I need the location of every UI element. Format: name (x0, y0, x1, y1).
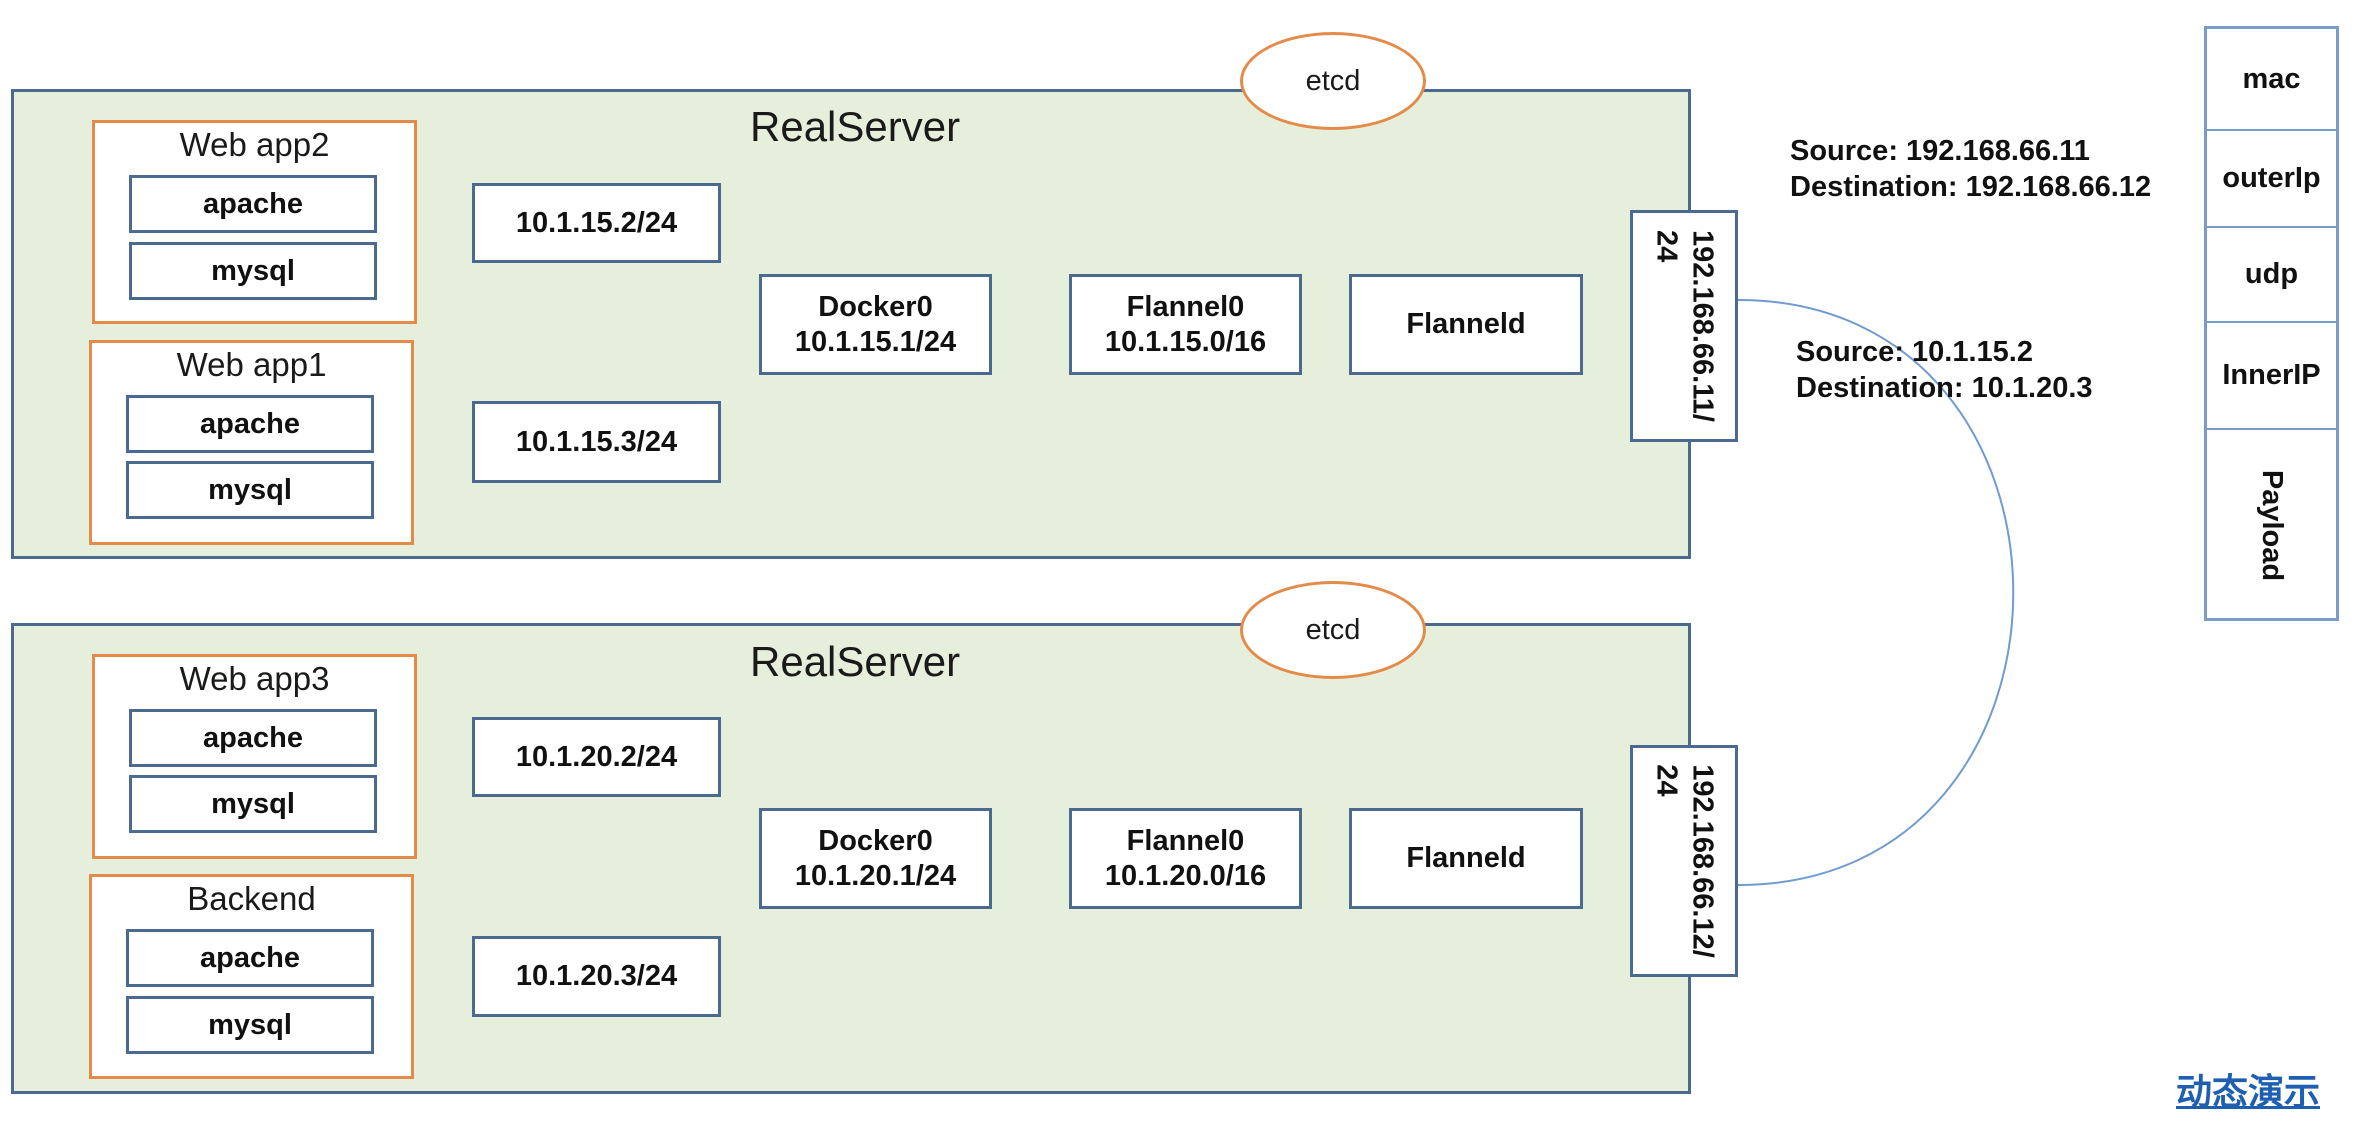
host-nic-2-ip: 192.168.66.12/ (1686, 764, 1719, 958)
backend-container: Backend apache mysql (89, 874, 414, 1079)
packet-inner-ip-label: InnerIP (2222, 359, 2321, 391)
host-tunnel-arc (1737, 299, 2015, 886)
docker0-bridge-1: Docker0 10.1.15.1/24 (759, 274, 992, 375)
container-ip-1-label: 10.1.15.2/24 (515, 206, 678, 239)
container-ip-3-label: 10.1.20.2/24 (515, 740, 678, 773)
web-app3-mysql: mysql (129, 775, 377, 833)
host-nic-2-mask: 24 (1650, 764, 1682, 797)
docker0-ip-2: 10.1.20.1/24 (794, 859, 957, 892)
web-app1-mysql: mysql (126, 461, 374, 519)
web-app1-container: Web app1 apache mysql (89, 340, 414, 545)
packet-outer-ip: outerIp (2207, 131, 2336, 228)
packet-udp: udp (2207, 228, 2336, 323)
packet-payload: Payload (2207, 430, 2336, 620)
web-app3-title: Web app3 (179, 660, 330, 697)
packet-payload-label: Payload (2256, 469, 2288, 581)
packet-mac: mac (2207, 29, 2336, 131)
flannel0-ip: 10.1.15.0/16 (1104, 325, 1267, 358)
flanneld-label-2: Flanneld (1406, 842, 1526, 875)
flanneld-label: Flanneld (1406, 308, 1526, 341)
container-ip-2: 10.1.15.3/24 (472, 401, 721, 483)
inner-destination: Destination: 10.1.20.3 (1796, 372, 2093, 405)
etcd-1: etcd (1240, 32, 1426, 130)
web-app2-container: Web app2 apache mysql (92, 120, 417, 324)
packet-inner-ip: InnerIP (2207, 323, 2336, 430)
host-nic-2: 192.168.66.12/ 24 (1630, 745, 1738, 977)
packet-mac-label: mac (2242, 62, 2301, 95)
etcd-2: etcd (1240, 581, 1426, 679)
web-app3-apache: apache (129, 709, 377, 767)
real-server-2-title: RealServer (750, 638, 961, 685)
flanneld-daemon-1: Flanneld (1349, 274, 1583, 375)
docker0-name: Docker0 (818, 290, 933, 323)
flannel0-interface-1: Flannel0 10.1.15.0/16 (1069, 274, 1302, 375)
host-nic-1: 192.168.66.11/ 24 (1630, 210, 1738, 442)
container-ip-4: 10.1.20.3/24 (472, 936, 721, 1017)
packet-outer-ip-label: outerIp (2222, 162, 2321, 194)
flannel0-name: Flannel0 (1126, 290, 1245, 323)
outer-address-annotation: Source: 192.168.66.11 Destination: 192.1… (1790, 133, 2151, 206)
host-nic-1-mask: 24 (1650, 230, 1682, 263)
flannel0-interface-2: Flannel0 10.1.20.0/16 (1069, 808, 1302, 909)
container-ip-4-label: 10.1.20.3/24 (515, 960, 678, 993)
docker0-ip: 10.1.15.1/24 (794, 325, 957, 358)
container-ip-3: 10.1.20.2/24 (472, 717, 721, 797)
flannel0-name-2: Flannel0 (1126, 824, 1245, 857)
real-server-1-title: RealServer (750, 103, 961, 150)
container-ip-1: 10.1.15.2/24 (472, 183, 721, 263)
inner-address-annotation: Source: 10.1.15.2 Destination: 10.1.20.3 (1796, 334, 2093, 407)
backend-apache: apache (126, 929, 374, 987)
backend-title: Backend (187, 880, 316, 917)
packet-udp-label: udp (2244, 258, 2299, 290)
flanneld-daemon-2: Flanneld (1349, 808, 1583, 909)
web-app2-mysql: mysql (129, 242, 377, 300)
packet-structure: mac outerIp udp InnerIP Payload (2204, 26, 2339, 621)
flannel0-ip-2: 10.1.20.0/16 (1104, 859, 1267, 892)
web-app1-apache: apache (126, 395, 374, 453)
docker0-bridge-2: Docker0 10.1.20.1/24 (759, 808, 992, 909)
container-ip-2-label: 10.1.15.3/24 (515, 425, 678, 458)
web-app2-apache: apache (129, 175, 377, 233)
dynamic-demo-link[interactable]: 动态演示 (2176, 1071, 2321, 1112)
web-app3-container: Web app3 apache mysql (92, 654, 417, 859)
host-nic-1-ip: 192.168.66.11/ (1686, 230, 1719, 422)
web-app2-title: Web app2 (179, 126, 330, 163)
inner-source: Source: 10.1.15.2 (1796, 336, 2033, 368)
outer-destination: Destination: 192.168.66.12 (1790, 171, 2152, 204)
web-app1-title: Web app1 (176, 346, 327, 383)
backend-mysql: mysql (126, 996, 374, 1054)
docker0-name-2: Docker0 (818, 824, 933, 857)
outer-source: Source: 192.168.66.11 (1790, 135, 2090, 167)
